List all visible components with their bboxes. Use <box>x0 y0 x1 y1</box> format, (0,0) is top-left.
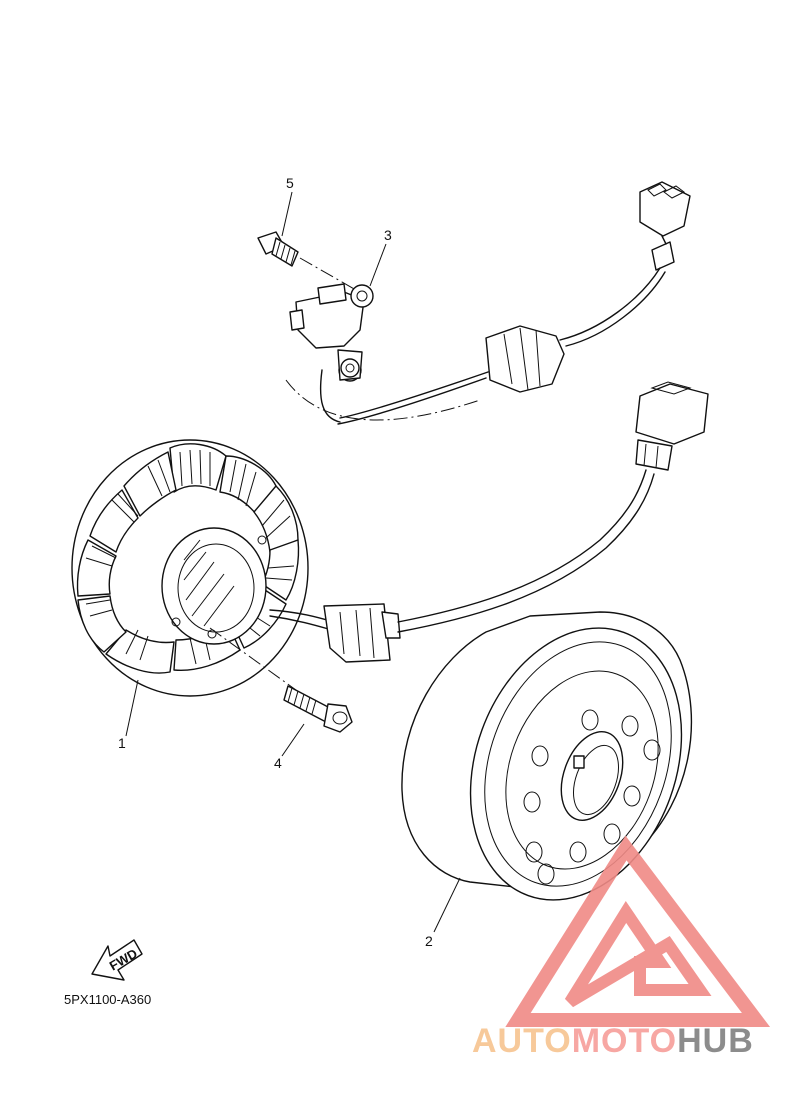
watermark-auto: AUTO <box>472 1022 572 1060</box>
watermark-hub: HUB <box>677 1022 754 1060</box>
watermark-moto: MOTO <box>571 1022 678 1060</box>
callout-5: 5 <box>286 175 294 191</box>
callout-3: 3 <box>384 227 392 243</box>
callout-4: 4 <box>274 755 282 771</box>
parts-code: 5PX1100-A360 <box>64 992 151 1007</box>
watermark-brand-text: AUTOMOTOHUB <box>472 1022 754 1061</box>
rotor-flywheel <box>401 611 693 901</box>
callout-2: 2 <box>425 933 433 949</box>
screw-4 <box>283 685 353 733</box>
pickup-coil-assembly <box>285 181 691 425</box>
stator-assembly <box>71 439 655 697</box>
callout-1: 1 <box>118 735 126 751</box>
watermark-logo-icon <box>505 835 771 1027</box>
stator-lead-connector <box>635 381 709 471</box>
bolt-5 <box>257 231 299 267</box>
forward-arrow-icon: FWD <box>91 939 143 981</box>
callout-leader-lines <box>125 191 461 933</box>
